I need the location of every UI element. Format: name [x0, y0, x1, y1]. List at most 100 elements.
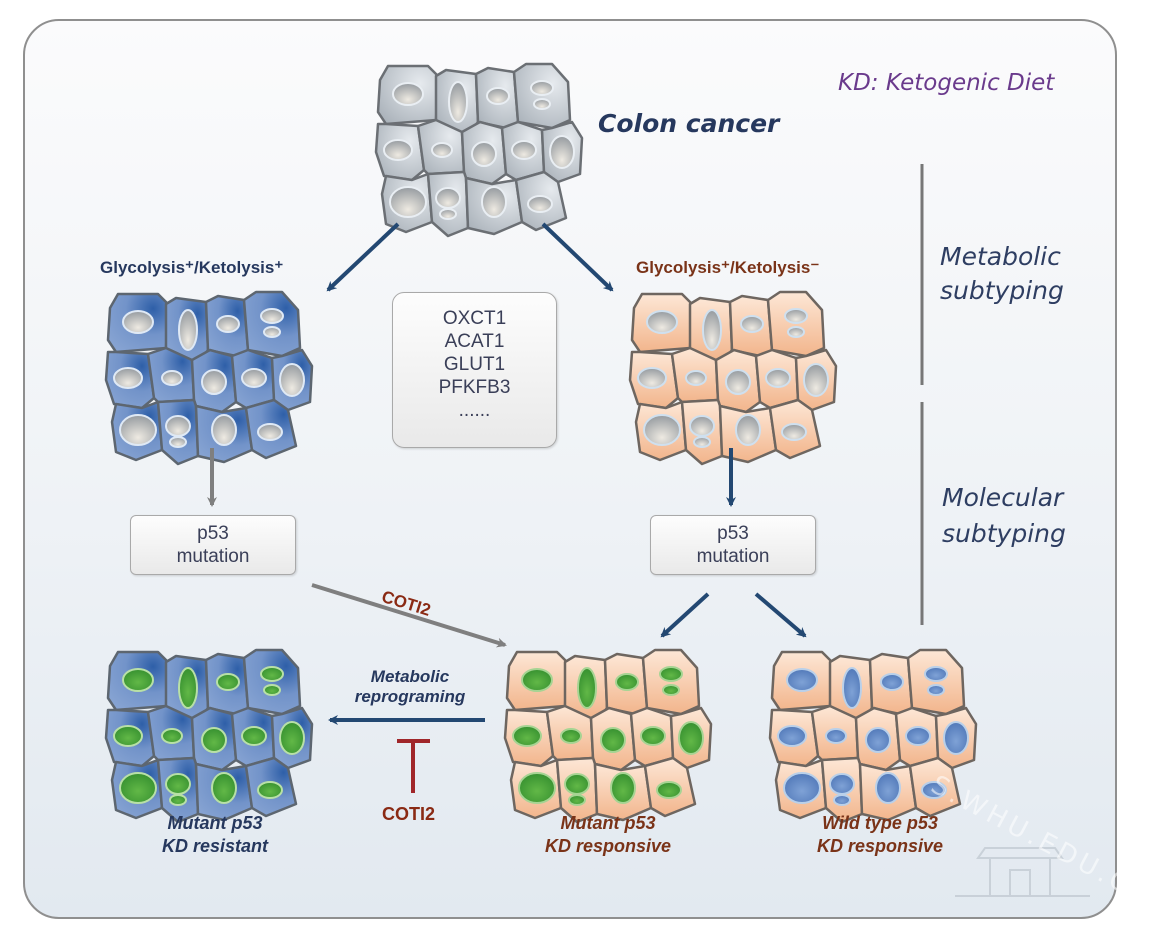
- cell-nucleus: [439, 208, 457, 220]
- cell-nucleus: [435, 187, 461, 209]
- cell-nucleus: [257, 423, 283, 441]
- p53-mutation-box-right: p53 mutation: [650, 515, 816, 575]
- cell-nucleus: [113, 725, 143, 747]
- cell-nucleus: [178, 667, 198, 709]
- cell-nucleus: [122, 310, 154, 334]
- colon-cancer-label: Colon cancer: [598, 109, 780, 138]
- cell-nucleus: [662, 684, 680, 696]
- outcome-line2: KD resistant: [161, 836, 269, 856]
- reprogramming-line2: reprograming: [354, 687, 466, 706]
- cell-nucleus: [263, 326, 281, 338]
- cell-nucleus: [119, 772, 157, 804]
- cell-nucleus: [735, 414, 761, 446]
- outcome-line1: Wild type p53: [822, 813, 938, 833]
- cell-nucleus: [518, 772, 556, 804]
- cell-nucleus: [161, 728, 183, 744]
- gene-pfkfb3: PFKFB3: [438, 377, 511, 398]
- metabolic-reprogramming-label: Metabolic reprograming: [330, 667, 490, 707]
- outcome-wildtype-kd-responsive: Wild type p53 KD responsive: [790, 812, 970, 858]
- cell-nucleus: [693, 436, 711, 448]
- gene-more-ellipsis: ......: [458, 400, 491, 421]
- cell-cluster-kd-resistant: [104, 648, 314, 824]
- cell-nucleus: [825, 728, 847, 744]
- cell-nucleus: [702, 309, 722, 351]
- gene-oxct1: OXCT1: [442, 308, 507, 329]
- ketolysis-negative-label: Glycolysis⁺/Ketolysis⁻: [636, 258, 820, 277]
- gene-acat1: ACAT1: [444, 331, 505, 352]
- cell-nucleus: [260, 308, 284, 324]
- cell-nucleus: [512, 725, 542, 747]
- cell-nucleus: [389, 186, 427, 218]
- cell-nucleus: [577, 667, 597, 709]
- cell-nucleus: [875, 772, 901, 804]
- legend-ketogenic-diet: KD: Ketogenic Diet: [838, 70, 1055, 96]
- cell-nucleus: [257, 781, 283, 799]
- outcome-kd-resistant: Mutant p53 KD resistant: [130, 812, 300, 858]
- outcome-line1: Mutant p53: [167, 813, 263, 833]
- outcome-line2: KD responsive: [544, 836, 672, 856]
- cell-nucleus: [656, 781, 682, 799]
- outcome-line2: KD responsive: [816, 836, 944, 856]
- cell-nucleus: [279, 721, 305, 755]
- cell-nucleus: [646, 310, 678, 334]
- cell-nucleus: [119, 414, 157, 446]
- p53-label: p53: [197, 523, 229, 544]
- molecular-subtyping-label: Molecular subtyping: [942, 480, 1066, 552]
- cell-nucleus: [725, 369, 751, 395]
- cell-nucleus: [943, 721, 969, 755]
- cell-nucleus: [211, 414, 237, 446]
- cell-nucleus: [486, 87, 510, 105]
- outcome-mutant-kd-responsive: Mutant p53 KD responsive: [518, 812, 698, 858]
- cell-nucleus: [178, 309, 198, 351]
- cell-nucleus: [787, 326, 805, 338]
- cell-nucleus: [600, 727, 626, 753]
- cell-nucleus: [924, 666, 948, 682]
- cell-nucleus: [260, 666, 284, 682]
- cell-nucleus: [169, 436, 187, 448]
- cell-nucleus: [216, 673, 240, 691]
- arrow-coti2-to-mutant-responsive: [311, 583, 507, 648]
- cell-nucleus: [784, 308, 808, 324]
- p53-mutation-box-left: p53 mutation: [130, 515, 296, 575]
- cell-nucleus: [279, 363, 305, 397]
- mutation-label: mutation: [176, 546, 250, 567]
- cell-nucleus: [216, 315, 240, 333]
- metabolic-line2: subtyping: [940, 276, 1064, 305]
- cell-nucleus: [122, 668, 154, 692]
- cell-nucleus: [533, 98, 551, 110]
- cell-nucleus: [905, 726, 931, 746]
- cell-nucleus: [927, 684, 945, 696]
- cell-nucleus: [615, 673, 639, 691]
- cell-cluster-mutant-kd-responsive: [503, 648, 713, 824]
- cell-nucleus: [783, 772, 821, 804]
- metabolic-line1: Metabolic: [940, 242, 1061, 271]
- cell-cluster-glycolysis-ketolysis-positive: [104, 290, 314, 466]
- p53-label: p53: [717, 523, 749, 544]
- watermark-logo: [955, 847, 1090, 897]
- biomarker-gene-box: OXCT1 ACAT1 GLUT1 PFKFB3 ......: [392, 292, 557, 448]
- cell-nucleus: [765, 368, 791, 388]
- molecular-line2: subtyping: [942, 519, 1066, 548]
- cell-nucleus: [610, 772, 636, 804]
- cell-nucleus: [113, 367, 143, 389]
- cell-nucleus: [448, 81, 468, 123]
- cell-nucleus: [431, 142, 453, 158]
- cell-nucleus: [643, 414, 681, 446]
- cell-nucleus: [921, 781, 947, 799]
- cell-nucleus: [564, 773, 590, 795]
- cell-nucleus: [865, 727, 891, 753]
- cell-nucleus: [201, 369, 227, 395]
- cell-cluster-wildtype-kd-responsive: [768, 648, 978, 824]
- cell-nucleus: [241, 368, 267, 388]
- cell-nucleus: [165, 773, 191, 795]
- cell-nucleus: [521, 668, 553, 692]
- cell-nucleus: [781, 423, 807, 441]
- cell-nucleus: [165, 415, 191, 437]
- cell-nucleus: [161, 370, 183, 386]
- cell-nucleus: [201, 727, 227, 753]
- cell-nucleus: [786, 668, 818, 692]
- cell-nucleus: [530, 80, 554, 96]
- cell-nucleus: [880, 673, 904, 691]
- cell-nucleus: [211, 772, 237, 804]
